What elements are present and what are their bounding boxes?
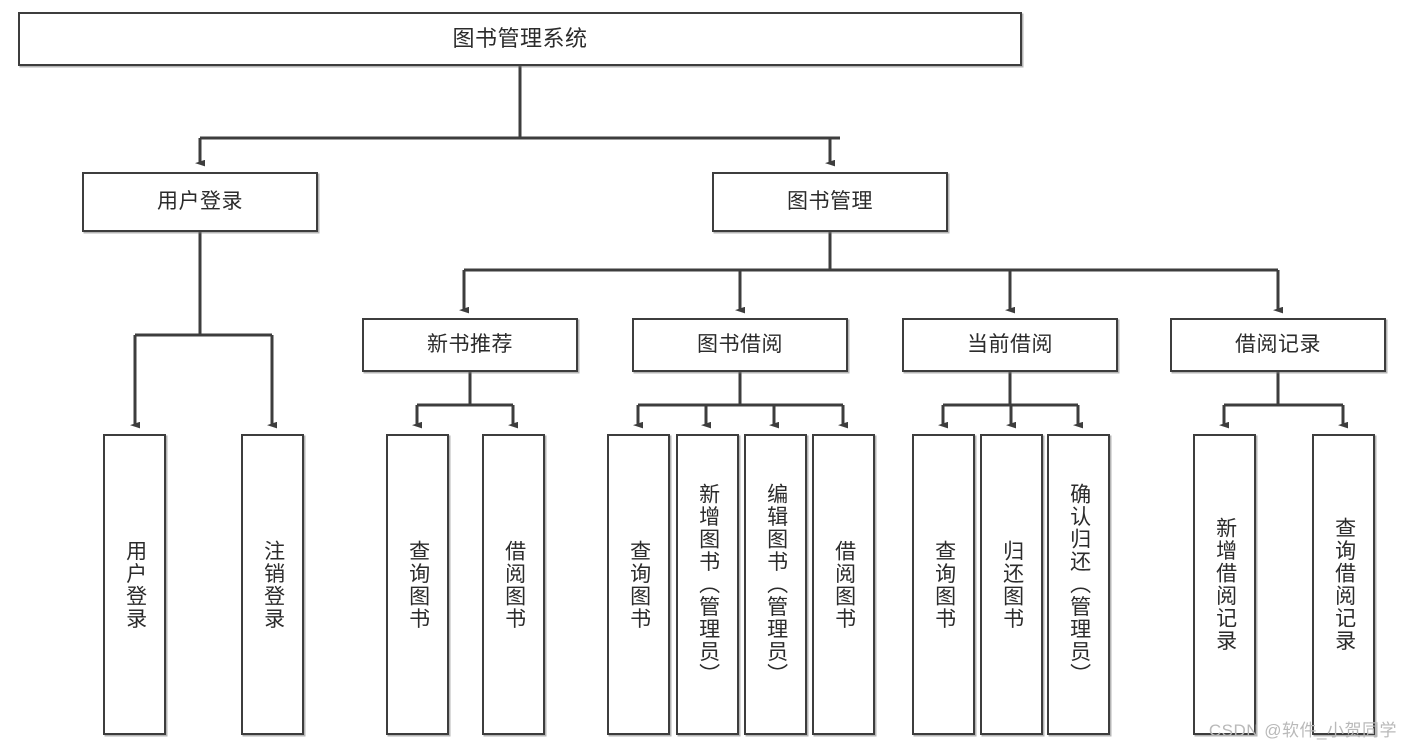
leaf-borrow-record-query-label: 查询借阅记录 xyxy=(1332,517,1356,652)
node-user-login[interactable]: 用户登录 xyxy=(82,172,318,232)
leaf-user-login-logout[interactable]: 注销登录 xyxy=(241,434,304,735)
leaf-borrow-record-add[interactable]: 新增借阅记录 xyxy=(1193,434,1256,735)
leaf-book-borrow-add-label: 新增图书（管理员） xyxy=(696,483,720,686)
leaf-book-borrow-borrow[interactable]: 借阅图书 xyxy=(812,434,875,735)
node-new-book-recommend[interactable]: 新书推荐 xyxy=(362,318,578,372)
leaf-current-borrow-confirm-return-label: 确认归还（管理员） xyxy=(1067,483,1091,686)
node-book-manage[interactable]: 图书管理 xyxy=(712,172,948,232)
leaf-new-book-query-label: 查询图书 xyxy=(406,539,430,630)
node-new-book-recommend-label: 新书推荐 xyxy=(427,332,513,356)
leaf-book-borrow-add[interactable]: 新增图书（管理员） xyxy=(676,434,739,735)
leaf-book-borrow-edit[interactable]: 编辑图书（管理员） xyxy=(744,434,807,735)
leaf-current-borrow-return[interactable]: 归还图书 xyxy=(980,434,1043,735)
leaf-new-book-query[interactable]: 查询图书 xyxy=(386,434,449,735)
leaf-book-borrow-query[interactable]: 查询图书 xyxy=(607,434,670,735)
leaf-current-borrow-query[interactable]: 查询图书 xyxy=(912,434,975,735)
node-book-manage-label: 图书管理 xyxy=(787,189,873,213)
leaf-user-login-login[interactable]: 用户登录 xyxy=(103,434,166,735)
node-current-borrow[interactable]: 当前借阅 xyxy=(902,318,1118,372)
leaf-new-book-borrow-label: 借阅图书 xyxy=(502,539,526,630)
leaf-borrow-record-add-label: 新增借阅记录 xyxy=(1213,517,1237,652)
leaf-book-borrow-edit-label: 编辑图书（管理员） xyxy=(764,483,788,686)
node-root-system[interactable]: 图书管理系统 xyxy=(18,12,1022,66)
leaf-book-borrow-query-label: 查询图书 xyxy=(627,539,651,630)
node-borrow-record-label: 借阅记录 xyxy=(1235,332,1321,356)
node-user-login-label: 用户登录 xyxy=(157,189,243,213)
leaf-user-login-logout-label: 注销登录 xyxy=(261,539,285,630)
leaf-current-borrow-confirm-return[interactable]: 确认归还（管理员） xyxy=(1047,434,1110,735)
node-current-borrow-label: 当前借阅 xyxy=(967,332,1053,356)
leaf-current-borrow-return-label: 归还图书 xyxy=(1000,539,1024,630)
leaf-new-book-borrow[interactable]: 借阅图书 xyxy=(482,434,545,735)
node-borrow-record[interactable]: 借阅记录 xyxy=(1170,318,1386,372)
node-root-system-label: 图书管理系统 xyxy=(452,26,588,52)
leaf-current-borrow-query-label: 查询图书 xyxy=(932,539,956,630)
leaf-borrow-record-query[interactable]: 查询借阅记录 xyxy=(1312,434,1375,735)
leaf-book-borrow-borrow-label: 借阅图书 xyxy=(832,539,856,630)
node-book-borrow-label: 图书借阅 xyxy=(697,332,783,356)
csdn-watermark: CSDN @软件_小贺同学 xyxy=(1208,721,1397,740)
leaf-user-login-login-label: 用户登录 xyxy=(123,539,147,630)
node-book-borrow[interactable]: 图书借阅 xyxy=(632,318,848,372)
